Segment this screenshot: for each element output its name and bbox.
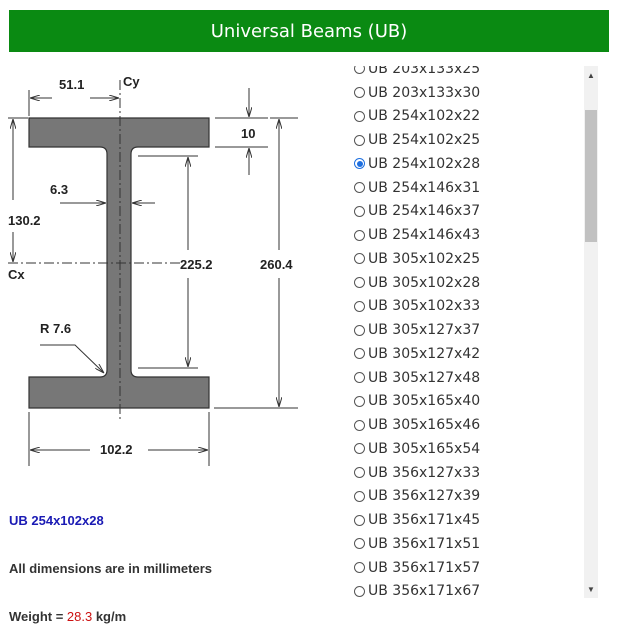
section-option[interactable]: UB 356x171x45 [350, 508, 582, 532]
scroll-down-arrow-icon[interactable]: ▼ [587, 584, 595, 594]
radio-icon[interactable] [354, 87, 365, 99]
section-option-label: UB 305x165x54 [368, 440, 481, 457]
section-option[interactable]: UB 305x165x40 [350, 390, 582, 414]
section-option[interactable]: UB 305x102x25 [350, 247, 582, 271]
radio-icon[interactable] [354, 229, 365, 241]
radio-icon[interactable] [354, 324, 365, 336]
section-option[interactable]: UB 356x171x51 [350, 532, 582, 556]
weight-readout: Weight = 28.3 kg/m [9, 609, 126, 624]
section-option-label: UB 305x165x46 [368, 417, 481, 434]
web-depth-label: 225.2 [180, 257, 213, 272]
section-option[interactable]: UB 254x102x22 [350, 105, 582, 129]
radio-icon[interactable] [354, 467, 365, 479]
section-option[interactable]: UB 305x127x42 [350, 342, 582, 366]
overall-depth-label: 260.4 [260, 257, 293, 272]
section-option[interactable]: UB 254x146x43 [350, 223, 582, 247]
radio-selected-icon[interactable] [354, 158, 365, 170]
radio-icon[interactable] [354, 300, 365, 312]
section-option[interactable]: UB 305x127x37 [350, 318, 582, 342]
section-option[interactable]: UB 305x102x28 [350, 271, 582, 295]
section-option-label: UB 305x102x25 [368, 250, 481, 267]
web-thickness-label: 6.3 [50, 182, 68, 197]
section-option-label: UB 203x133x30 [368, 84, 481, 101]
radio-icon[interactable] [354, 562, 365, 574]
section-list-scrollbar[interactable]: ▲ ▼ [584, 66, 598, 598]
section-option[interactable]: UB 203x133x25 [350, 66, 582, 81]
section-option[interactable]: UB 356x171x57 [350, 556, 582, 580]
section-option-label: UB 356x171x51 [368, 535, 481, 552]
radio-icon[interactable] [354, 253, 365, 265]
weight-label: Weight = [9, 609, 67, 624]
section-option-label: UB 356x127x33 [368, 464, 481, 481]
weight-value: 28.3 [66, 609, 93, 624]
radio-icon[interactable] [354, 372, 365, 384]
selected-section-name: UB 254x102x28 [9, 513, 104, 528]
section-option-label: UB 356x127x39 [368, 488, 481, 505]
radio-icon[interactable] [354, 395, 365, 407]
flange-width-label: 102.2 [100, 442, 133, 457]
radio-icon[interactable] [354, 205, 365, 217]
radio-icon[interactable] [354, 443, 365, 455]
radio-icon[interactable] [354, 538, 365, 550]
section-option-label: UB 305x127x48 [368, 369, 481, 386]
section-option[interactable]: UB 305x127x48 [350, 366, 582, 390]
section-option-label: UB 254x102x28 [368, 155, 481, 172]
page-title: Universal Beams (UB) [210, 20, 408, 42]
radio-icon[interactable] [354, 277, 365, 289]
section-option-label: UB 356x171x67 [368, 583, 481, 598]
flange-thickness-label: 10 [241, 126, 255, 141]
section-option-label: UB 254x146x31 [368, 179, 481, 196]
section-option[interactable]: UB 254x146x31 [350, 176, 582, 200]
cx-axis-label: Cx [8, 267, 25, 282]
section-option-label: UB 254x146x37 [368, 203, 481, 220]
section-option[interactable]: UB 356x127x39 [350, 485, 582, 509]
half-depth-label: 130.2 [8, 213, 41, 228]
radio-icon[interactable] [354, 182, 365, 194]
section-option-label: UB 254x102x22 [368, 108, 481, 125]
section-option[interactable]: UB 203x133x30 [350, 81, 582, 105]
section-option-label: UB 305x127x42 [368, 345, 481, 362]
section-option[interactable]: UB 305x102x33 [350, 295, 582, 319]
radio-icon[interactable] [354, 66, 365, 75]
section-option-label: UB 254x102x25 [368, 132, 481, 149]
flange-half-width-label: 51.1 [59, 77, 84, 92]
section-option-label: UB 356x171x45 [368, 512, 481, 529]
cy-axis-label: Cy [123, 74, 140, 89]
section-option-label: UB 254x146x43 [368, 227, 481, 244]
root-radius-label: R 7.6 [40, 321, 71, 336]
section-option-label: UB 356x171x57 [368, 559, 481, 576]
section-option[interactable]: UB 305x165x46 [350, 413, 582, 437]
radio-icon[interactable] [354, 514, 365, 526]
section-option[interactable]: UB 254x102x25 [350, 128, 582, 152]
radio-icon[interactable] [354, 419, 365, 431]
section-option[interactable]: UB 305x165x54 [350, 437, 582, 461]
radio-icon[interactable] [354, 110, 365, 122]
scrollbar-thumb[interactable] [585, 110, 597, 242]
section-option[interactable]: UB 254x102x28 [350, 152, 582, 176]
section-option-label: UB 305x127x37 [368, 322, 481, 339]
section-option-label: UB 305x102x33 [368, 298, 481, 315]
scroll-up-arrow-icon[interactable]: ▲ [587, 70, 595, 80]
section-option-label: UB 305x165x40 [368, 393, 481, 410]
beam-cross-section-drawing: 51.1 Cy 10 6.3 130.2 Cx 225.2 260.4 R 7.… [8, 74, 298, 466]
page-header: Universal Beams (UB) [9, 10, 609, 52]
section-option[interactable]: UB 356x171x67 [350, 580, 582, 598]
radio-icon[interactable] [354, 134, 365, 146]
section-option-label: UB 203x133x25 [368, 66, 481, 77]
section-option-label: UB 305x102x28 [368, 274, 481, 291]
radio-icon[interactable] [354, 348, 365, 360]
section-option[interactable]: UB 254x146x37 [350, 200, 582, 224]
weight-unit: kg/m [92, 609, 127, 624]
radio-icon[interactable] [354, 585, 365, 597]
radio-icon[interactable] [354, 490, 365, 502]
units-note: All dimensions are in millimeters [9, 561, 213, 576]
section-option[interactable]: UB 356x127x33 [350, 461, 582, 485]
